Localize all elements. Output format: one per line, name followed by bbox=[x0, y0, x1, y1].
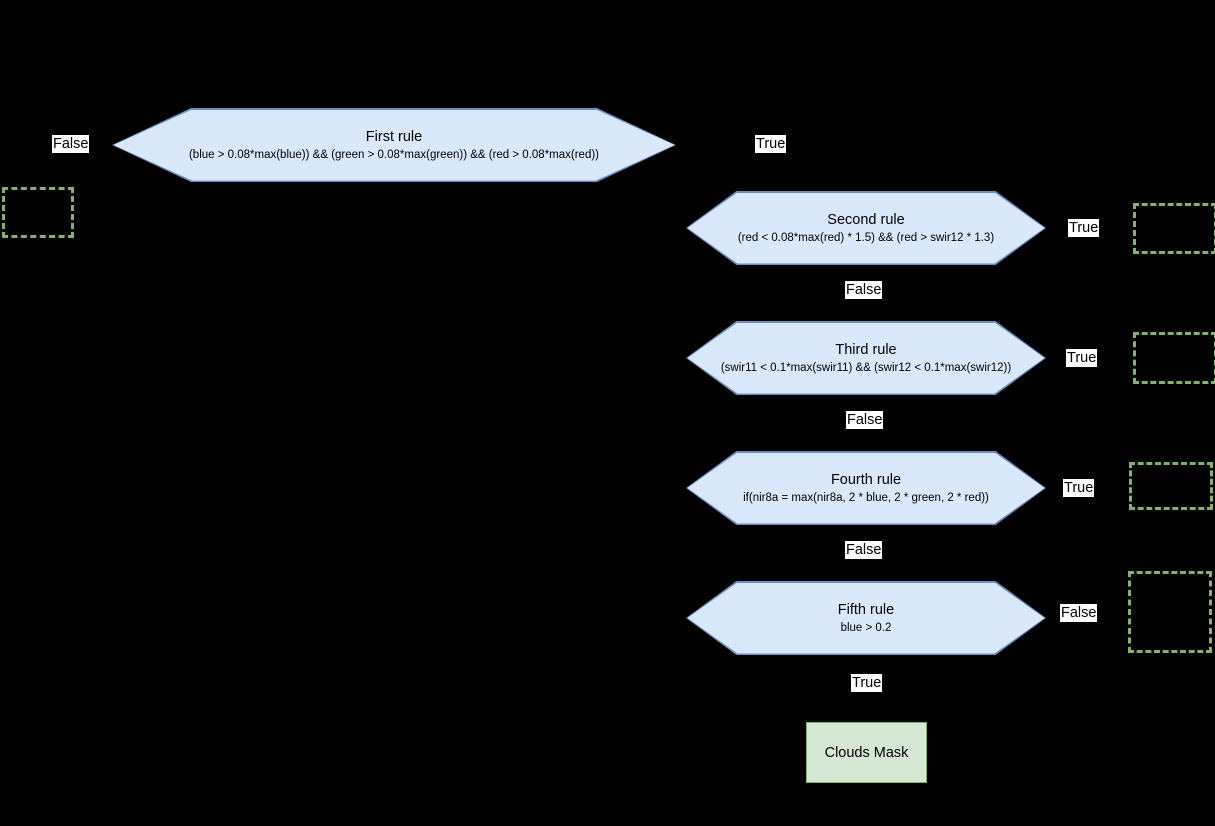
clouds-mask-label: Clouds Mask bbox=[824, 744, 909, 761]
fifth-rule-expression: blue > 0.2 bbox=[840, 621, 892, 634]
first-rule-node-border: First rule (blue > 0.08*max(blue)) && (g… bbox=[112, 108, 676, 182]
edge-label-rule5-false: False bbox=[1060, 604, 1098, 622]
fourth-rule-node-border: Fourth rule if(nir8a = max(nir8a, 2 * bl… bbox=[686, 451, 1046, 525]
edge-label-rule3-true: True bbox=[1066, 349, 1098, 367]
connector-rule1-left-down bbox=[38, 144, 39, 186]
connector-rule1-to-rule2 bbox=[866, 144, 867, 191]
fourth-rule-expression: if(nir8a = max(nir8a, 2 * blue, 2 * gree… bbox=[743, 491, 989, 504]
third-rule-node-border: Third rule (swir11 < 0.1*max(swir11) && … bbox=[686, 321, 1046, 395]
first-rule-title: First rule bbox=[365, 128, 423, 145]
second-rule-expression: (red < 0.08*max(red) * 1.5) && (red > sw… bbox=[737, 231, 995, 244]
placeholder-box-rule4[interactable] bbox=[1129, 462, 1213, 510]
edge-label-rule2-false: False bbox=[845, 281, 883, 299]
placeholder-box-rule3[interactable] bbox=[1133, 332, 1215, 384]
edge-label-rule4-true: True bbox=[1063, 479, 1095, 497]
third-rule-node[interactable]: Third rule (swir11 < 0.1*max(swir11) && … bbox=[687, 322, 1045, 394]
edge-label-rule2-true: True bbox=[1068, 219, 1100, 237]
third-rule-expression: (swir11 < 0.1*max(swir11) && (swir12 < 0… bbox=[720, 361, 1012, 374]
edge-label-rule1-true: True bbox=[755, 135, 787, 153]
placeholder-box-left[interactable] bbox=[2, 187, 74, 238]
edge-label-rule3-false: False bbox=[846, 411, 884, 429]
edge-label-rule5-true: True bbox=[851, 674, 883, 692]
first-rule-node[interactable]: First rule (blue > 0.08*max(blue)) && (g… bbox=[113, 109, 675, 181]
fifth-rule-node-border: Fifth rule blue > 0.2 bbox=[686, 581, 1046, 655]
placeholder-box-rule5[interactable] bbox=[1128, 571, 1212, 653]
fourth-rule-title: Fourth rule bbox=[830, 471, 902, 488]
clouds-mask-node[interactable]: Clouds Mask bbox=[806, 722, 927, 783]
fourth-rule-node[interactable]: Fourth rule if(nir8a = max(nir8a, 2 * bl… bbox=[687, 452, 1045, 524]
edge-label-rule1-false: False bbox=[52, 135, 90, 153]
second-rule-title: Second rule bbox=[827, 211, 905, 228]
fifth-rule-title: Fifth rule bbox=[837, 601, 895, 618]
first-rule-expression: (blue > 0.08*max(blue)) && (green > 0.08… bbox=[188, 148, 600, 161]
placeholder-box-rule2[interactable] bbox=[1133, 203, 1215, 254]
fifth-rule-node[interactable]: Fifth rule blue > 0.2 bbox=[687, 582, 1045, 654]
second-rule-node[interactable]: Second rule (red < 0.08*max(red) * 1.5) … bbox=[687, 192, 1045, 264]
third-rule-title: Third rule bbox=[835, 341, 897, 358]
edge-label-rule4-false: False bbox=[845, 541, 883, 559]
connector-rule1-false bbox=[78, 144, 112, 145]
second-rule-node-border: Second rule (red < 0.08*max(red) * 1.5) … bbox=[686, 191, 1046, 265]
